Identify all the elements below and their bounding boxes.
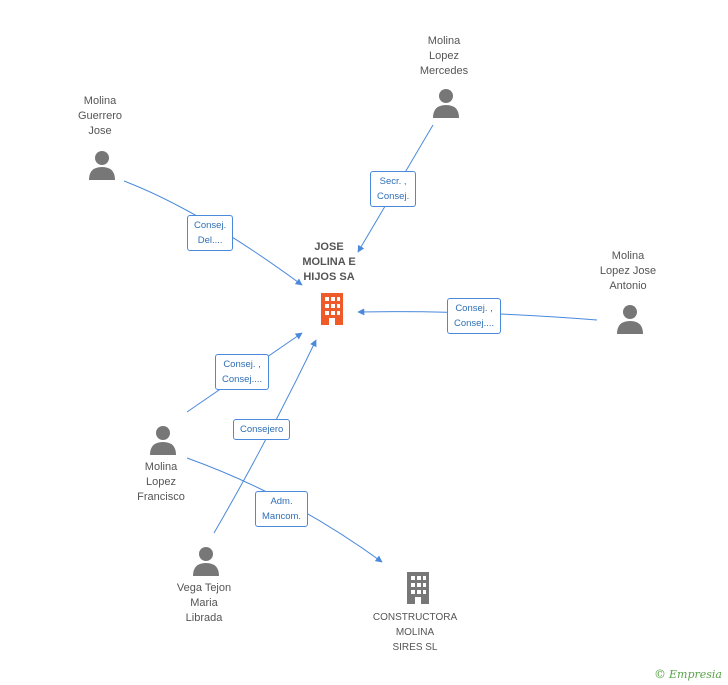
edge-label-francisco[interactable]: Consej. , Consej.... xyxy=(215,354,270,390)
empresia-watermark[interactable]: ©Empresia xyxy=(654,667,722,681)
person-label-francisco[interactable]: Molina Lopez Francisco xyxy=(137,461,185,503)
person-icon[interactable] xyxy=(432,88,460,118)
building-icon-constructora[interactable] xyxy=(403,571,433,605)
edge-label-librada[interactable]: Consejero xyxy=(233,419,291,440)
person-label-jose-antonio[interactable]: Molina Lopez Jose Antonio xyxy=(599,250,657,292)
edge-label-jose-antonio[interactable]: Consej. , Consej.... xyxy=(447,298,502,334)
edge-label-francisco-constructora[interactable]: Adm. Mancom. xyxy=(255,491,309,527)
brand-name: Empresia xyxy=(669,668,722,681)
edge-label-mercedes[interactable]: Secr. , Consej. xyxy=(370,171,417,207)
person-label-mercedes[interactable]: Molina Lopez Mercedes xyxy=(419,35,469,77)
copyright-icon: © xyxy=(654,667,666,681)
company-label-center[interactable]: JOSE MOLINA E HIJOS SA xyxy=(302,241,356,283)
person-label-guerrero[interactable]: Molina Guerrero Jose xyxy=(77,95,123,137)
company-label-constructora[interactable]: CONSTRUCTORA MOLINA SIRES SL xyxy=(372,612,458,653)
person-label-librada[interactable]: Vega Tejon Maria Librada xyxy=(176,582,232,624)
person-icon[interactable] xyxy=(192,546,220,576)
edge-label-guerrero[interactable]: Consej. Del.... xyxy=(187,215,234,251)
building-icon-center[interactable] xyxy=(317,292,347,326)
person-icon[interactable] xyxy=(616,304,644,334)
person-icon[interactable] xyxy=(88,150,116,180)
person-icon[interactable] xyxy=(149,425,177,455)
